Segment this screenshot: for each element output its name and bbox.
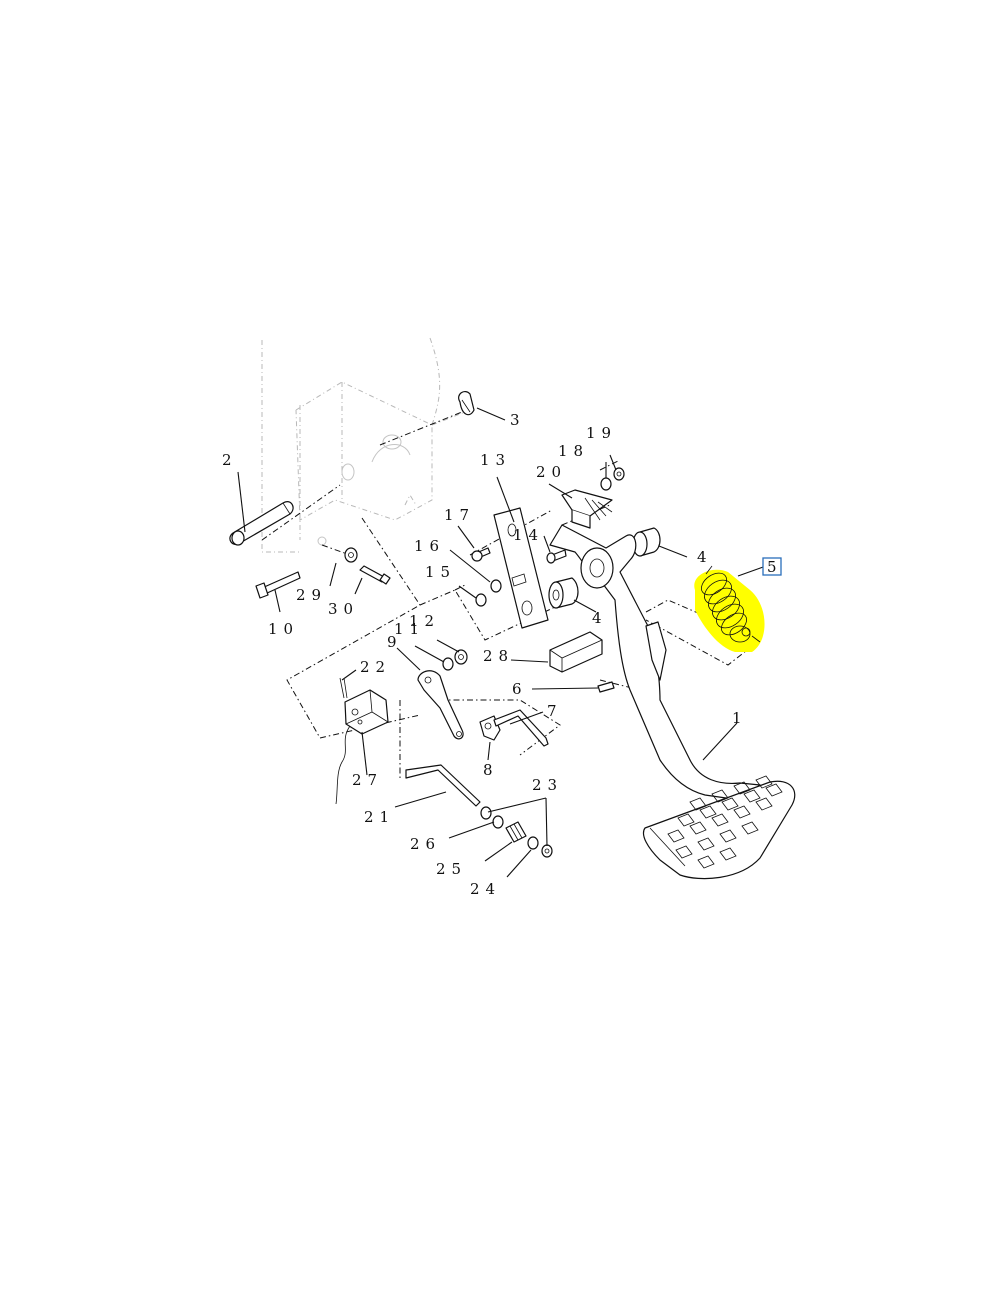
label-part-24: 24: [470, 880, 501, 898]
washer-part-15[interactable]: [475, 593, 487, 607]
pivot-pin-part-2[interactable]: [229, 501, 294, 546]
bolt-part-30[interactable]: [359, 565, 391, 585]
label-part-15: 15: [425, 563, 456, 581]
leader-lines: [237, 407, 767, 878]
callout-box: [762, 557, 782, 576]
label-part-29: 29: [296, 586, 327, 604]
label-part-25: 25: [436, 860, 467, 878]
label-part-8: 8: [483, 761, 499, 779]
switch-part-27[interactable]: [335, 689, 389, 805]
label-part-28: 28: [483, 647, 514, 665]
label-part-6: 6: [512, 680, 528, 698]
nut-part-23[interactable]: [541, 844, 553, 858]
roll-pin-part-6[interactable]: [597, 681, 615, 693]
callout-part-5[interactable]: 5: [762, 557, 782, 576]
nut-part-24[interactable]: [527, 836, 539, 850]
screw-part-14[interactable]: [546, 549, 567, 564]
label-part-2: 2: [222, 451, 238, 469]
label-part-4-lower: 4: [592, 609, 608, 627]
washer-part-16[interactable]: [490, 579, 502, 593]
cotter-pin-part-22[interactable]: [339, 677, 348, 699]
label-part-30: 30: [328, 600, 359, 618]
rod-part-21[interactable]: [405, 764, 481, 807]
bushing-part-4-upper[interactable]: [632, 527, 661, 557]
washer-part-12[interactable]: [454, 649, 468, 665]
part-labels: 3 2 13 19 18 20 17 14 16 15 4 4 29 30 10…: [222, 411, 748, 898]
clip-part-3[interactable]: [458, 390, 475, 416]
label-part-3: 3: [510, 411, 526, 429]
pad-part-28[interactable]: [549, 631, 603, 673]
washer-part-26-b[interactable]: [492, 815, 504, 829]
bolt-part-10[interactable]: [255, 571, 301, 599]
rod-part-7[interactable]: [493, 709, 549, 747]
label-part-4-upper: 4: [697, 548, 713, 566]
label-part-1: 1: [732, 709, 748, 727]
label-part-12: 12: [409, 612, 440, 630]
label-part-26: 26: [410, 835, 441, 853]
label-part-13: 13: [480, 451, 511, 469]
bushing-part-4-lower[interactable]: [548, 577, 579, 609]
label-part-19: 19: [586, 424, 617, 442]
label-part-27: 27: [352, 771, 383, 789]
label-part-17: 17: [444, 506, 475, 524]
label-part-14: 14: [513, 526, 544, 544]
label-part-7: 7: [547, 702, 563, 720]
nut-part-18[interactable]: [600, 477, 612, 491]
label-part-21: 21: [364, 808, 395, 826]
washer-part-11[interactable]: [442, 657, 454, 671]
spring-part-5-highlighted[interactable]: [694, 565, 765, 652]
spacer-part-25[interactable]: [505, 821, 527, 843]
lever-part-9[interactable]: [417, 670, 464, 740]
label-part-22: 22: [360, 658, 391, 676]
plate-part-13[interactable]: [493, 507, 549, 629]
pedal-arm-part-1[interactable]: [549, 524, 761, 801]
ghost-frame: [261, 337, 466, 553]
callout-label: 5: [767, 558, 777, 576]
bracket-part-20[interactable]: [561, 489, 613, 529]
label-part-11: 11: [394, 620, 425, 638]
label-part-18: 18: [558, 442, 589, 460]
nut-part-19[interactable]: [613, 467, 625, 481]
pedal-pad: [642, 775, 796, 880]
label-part-10: 10: [268, 620, 299, 638]
nut-part-29[interactable]: [344, 547, 358, 563]
label-part-20: 20: [536, 463, 567, 481]
label-part-9: 9: [387, 633, 403, 651]
label-part-23: 23: [532, 776, 563, 794]
washer-part-26[interactable]: [480, 806, 492, 820]
bolt-part-17[interactable]: [471, 547, 491, 562]
label-part-16: 16: [414, 537, 445, 555]
